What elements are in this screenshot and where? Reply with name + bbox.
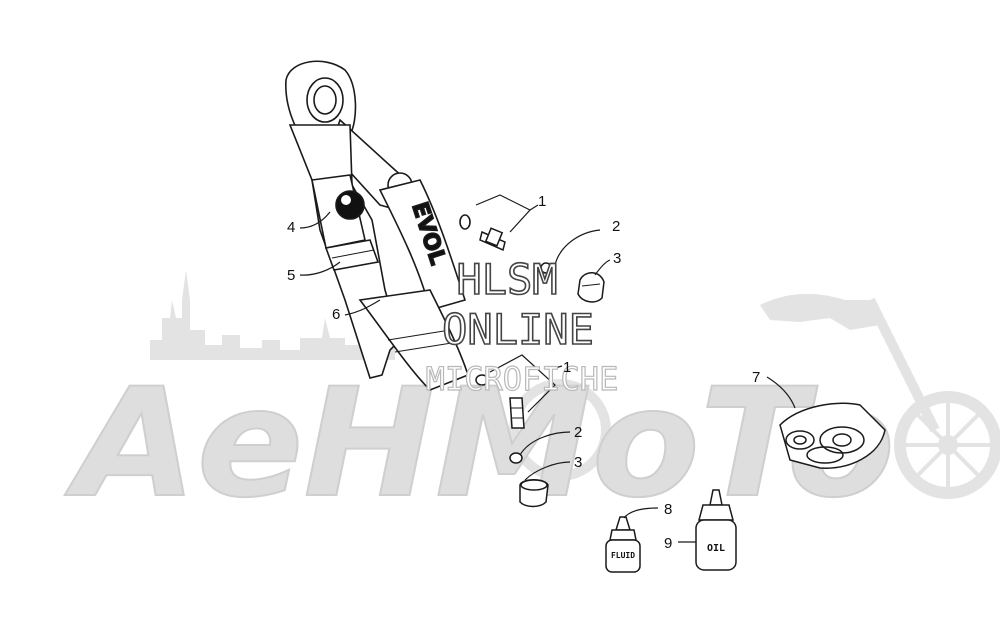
upper-valve-assembly	[479, 227, 605, 303]
callout-2-top: 2	[612, 218, 620, 235]
fluid-bottle-label: FLUID	[611, 551, 635, 560]
reservoir-body	[378, 179, 467, 311]
oil-bottle: OIL	[695, 489, 737, 571]
callout-7: 7	[752, 369, 760, 386]
shock-absorber: EVOL	[285, 60, 471, 391]
callout-1-top: 1	[538, 193, 546, 210]
hlsm-line3: MICROFICHE	[426, 360, 619, 398]
o-ring-top	[459, 214, 471, 230]
callout-labels: 1 2 3 4 5 6 1 2 3 7 8 9	[287, 193, 760, 552]
callout-3-bottom: 3	[574, 454, 582, 471]
fox-logo	[335, 190, 365, 220]
seal-kit	[779, 402, 886, 469]
valve-stem-lower	[509, 397, 525, 429]
callout-1-bottom: 1	[563, 359, 571, 376]
callout-8: 8	[664, 501, 672, 518]
o-ring-bottom	[475, 374, 489, 386]
hlsm-line1: HLSM	[456, 255, 557, 304]
leader-lines	[299, 194, 796, 543]
callout-6: 6	[332, 306, 340, 323]
hlsm-line2: ONLINE	[442, 305, 594, 354]
fluid-bottle: FLUID	[605, 516, 641, 573]
motorcycle-silhouette	[509, 293, 1000, 499]
valve-core-lower	[509, 452, 523, 464]
lower-valve-assembly	[475, 374, 549, 508]
valve-cap-upper	[577, 272, 605, 303]
hlsm-watermark: HLSM ONLINE MICROFICHE	[425, 254, 619, 398]
callout-4: 4	[287, 219, 295, 236]
oil-bottle-label: OIL	[707, 543, 725, 554]
valve-core-upper	[540, 262, 552, 274]
callout-5: 5	[287, 267, 295, 284]
callout-9: 9	[664, 535, 672, 552]
callout-2-bottom: 2	[574, 424, 582, 441]
callout-3-top: 3	[613, 250, 621, 267]
lower-cylinder	[358, 289, 469, 391]
